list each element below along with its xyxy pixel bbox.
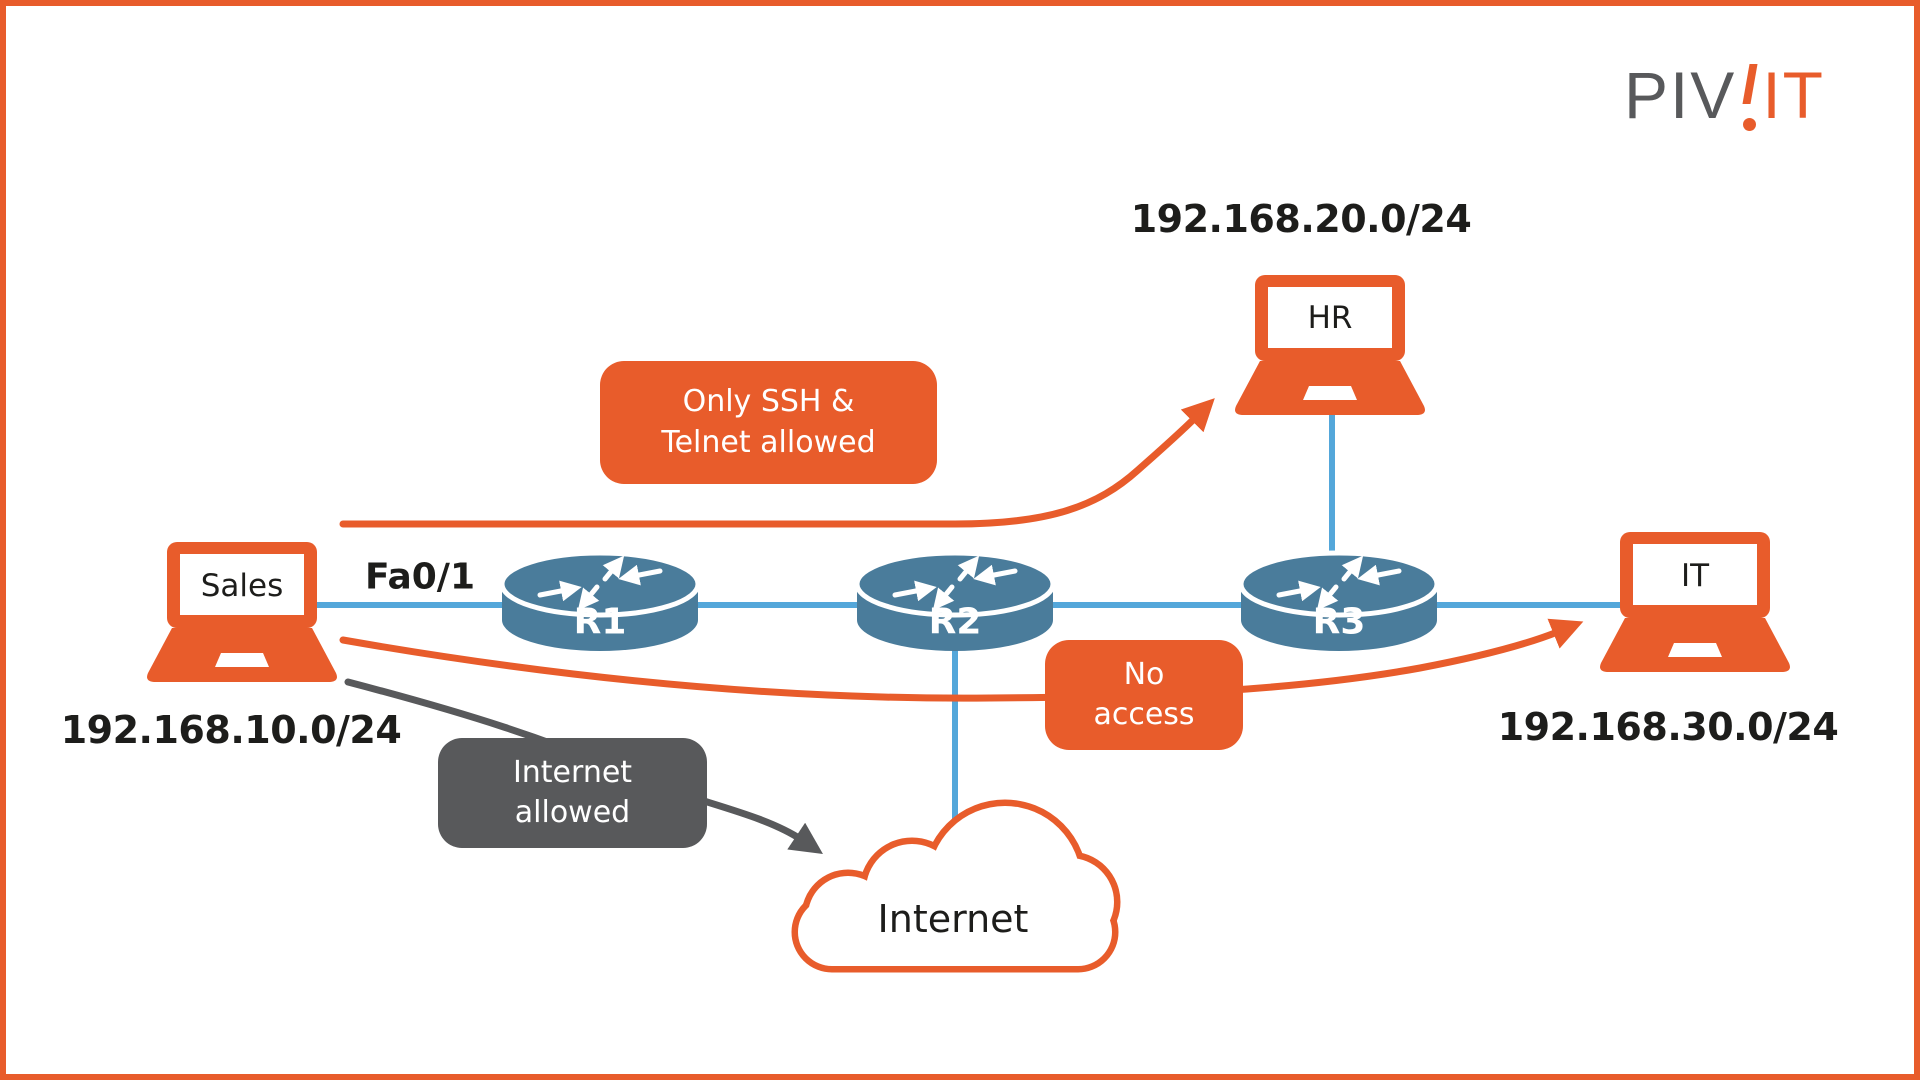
laptop-hr-label: HR	[1307, 300, 1353, 336]
internet-cloud-label: Internet	[877, 897, 1029, 941]
laptop-sales-label: Sales	[200, 568, 284, 604]
arrow-sales-to-hr	[339, 398, 1215, 528]
laptop-hr-icon	[1235, 275, 1425, 415]
callout-internet-allowed-text: Internet allowed	[512, 754, 633, 831]
pivit-logo-suffix: IT	[1762, 58, 1825, 132]
laptop-it-label: IT	[1680, 558, 1710, 594]
router-r3-label: R3	[1312, 601, 1366, 643]
router-r2-label: R2	[928, 601, 982, 643]
pivit-logo: PIV IT	[1623, 58, 1825, 132]
subnet-label-sales: 192.168.10.0/24	[60, 708, 402, 752]
callout-no-access-text: No access	[1093, 656, 1195, 733]
callout-ssh-telnet: Only SSH & Telnet allowed	[600, 361, 937, 484]
callout-internet-allowed: Internet allowed	[438, 738, 707, 848]
laptop-sales-icon	[147, 542, 337, 682]
interface-label-fa01: Fa0/1	[364, 556, 476, 598]
pivit-logo-exclamation-icon	[1738, 62, 1760, 131]
subnet-label-it: 192.168.30.0/24	[1497, 705, 1839, 749]
callout-no-access: No access	[1045, 640, 1243, 750]
router-r1-label: R1	[573, 601, 627, 643]
subnet-label-hr: 192.168.20.0/24	[1130, 197, 1472, 241]
callout-ssh-telnet-text: Only SSH & Telnet allowed	[661, 384, 876, 460]
laptop-it-icon	[1600, 532, 1790, 672]
internet-cloud-icon	[791, 799, 1121, 973]
pivit-logo-prefix: PIV	[1623, 58, 1737, 132]
